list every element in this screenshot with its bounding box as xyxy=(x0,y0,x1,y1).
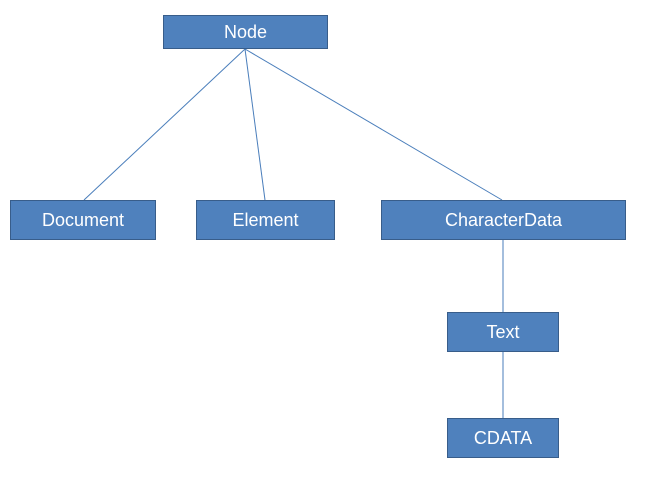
node-box-document: Document xyxy=(10,200,156,240)
node-box-cdata: CDATA xyxy=(447,418,559,458)
node-box-characterdata: CharacterData xyxy=(381,200,626,240)
node-label: Node xyxy=(223,21,268,42)
node-label: Element xyxy=(232,209,299,230)
node-label: CharacterData xyxy=(444,209,563,230)
edge-node-element xyxy=(244,48,266,201)
node-label: Document xyxy=(41,209,125,230)
node-label: Text xyxy=(486,321,520,342)
node-label: CDATA xyxy=(473,427,533,448)
node-box-node: Node xyxy=(163,15,328,49)
node-box-text: Text xyxy=(447,312,559,352)
edge-node-characterdata xyxy=(244,48,503,201)
edge-node-document xyxy=(83,48,246,201)
node-box-element: Element xyxy=(196,200,335,240)
